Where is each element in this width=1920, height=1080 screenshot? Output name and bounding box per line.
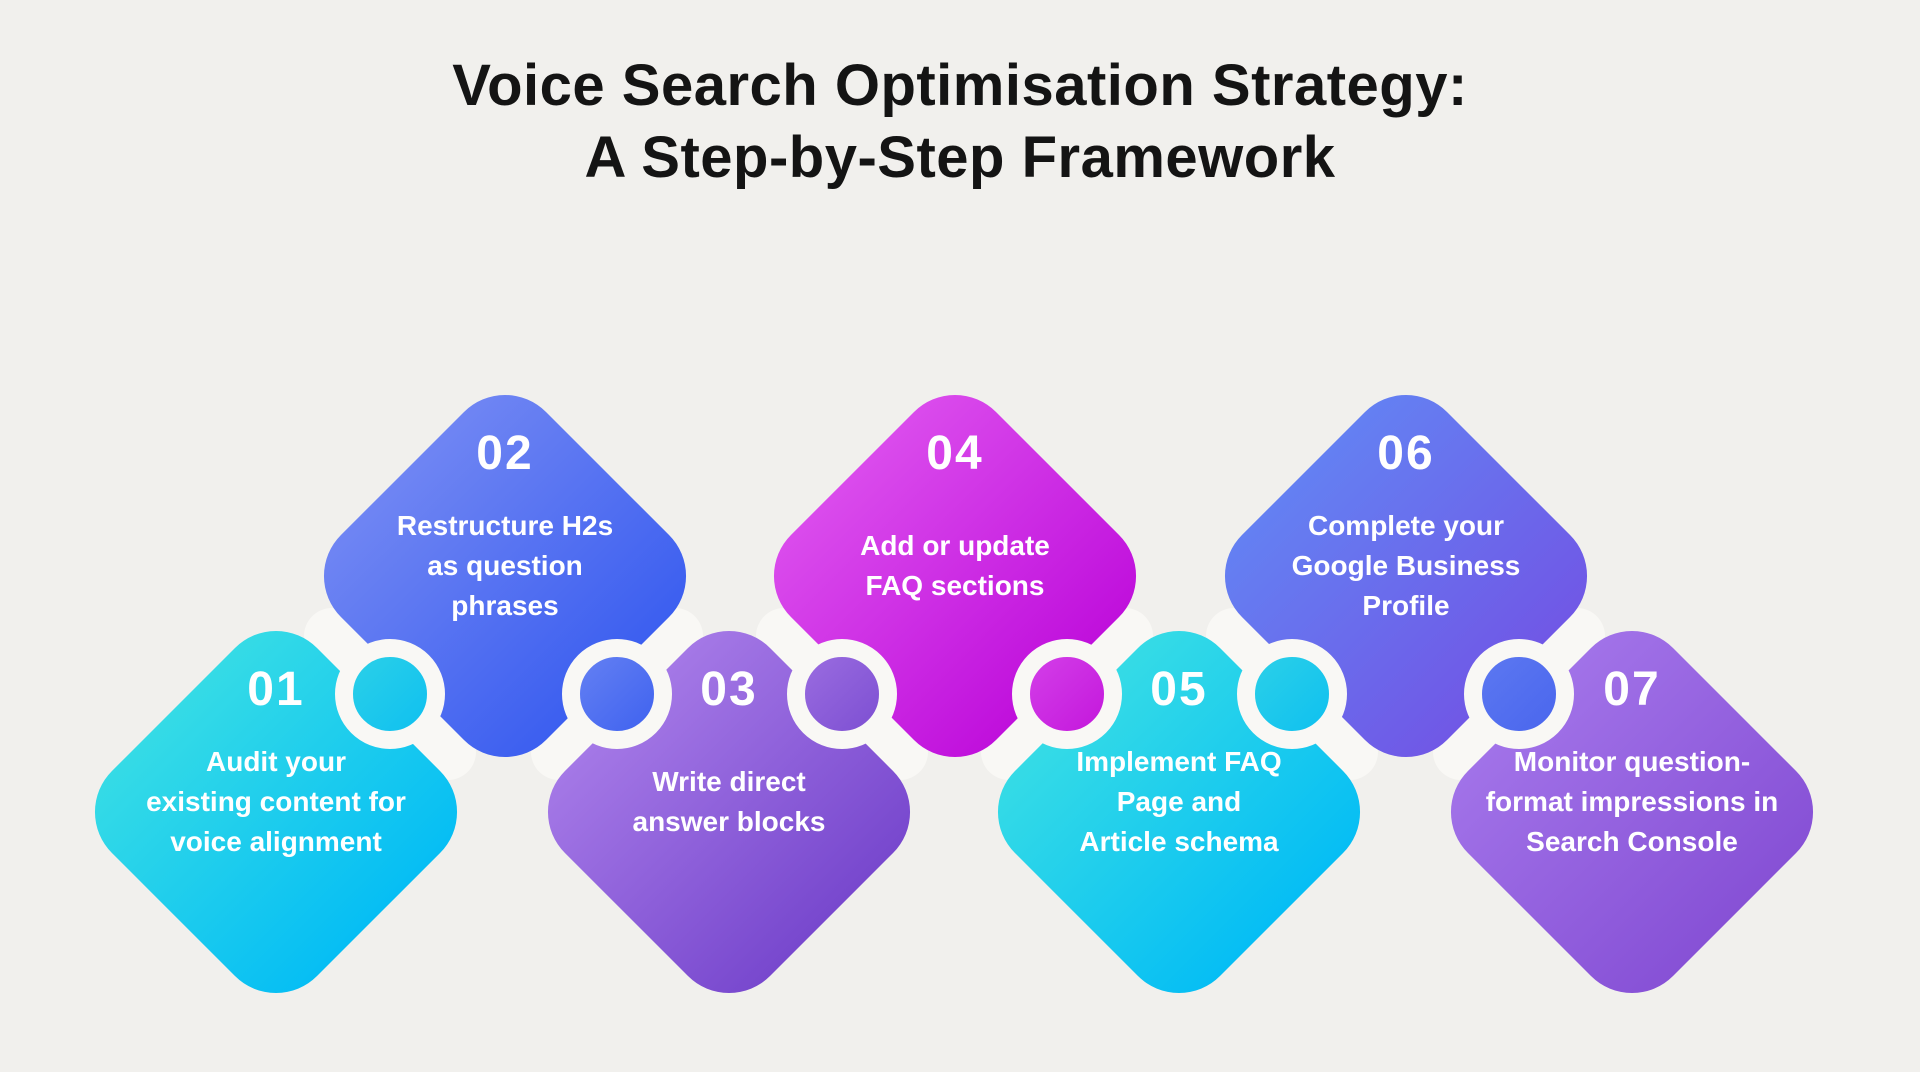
step-04-label: Add or update FAQ sections — [775, 526, 1135, 606]
label-line: Audit your — [206, 746, 346, 777]
label-line: FAQ sections — [865, 570, 1045, 601]
step-01-label: Audit your existing content for voice al… — [96, 742, 456, 862]
label-line: Page and — [1116, 786, 1242, 817]
connector-circle-06-07 — [1464, 639, 1574, 749]
label-line: voice alignment — [170, 826, 382, 857]
label-line: Monitor question- — [1513, 746, 1751, 777]
connector-circle-04-05 — [1012, 639, 1122, 749]
label-line: answer blocks — [632, 806, 826, 837]
label-line: Restructure H2s — [396, 510, 614, 541]
title-line-2: A Step-by-Step Framework — [584, 125, 1336, 190]
label-line: Google Business — [1291, 550, 1521, 581]
label-line: Implement FAQ — [1076, 746, 1282, 777]
title-line-1: Voice Search Optimisation Strategy: — [452, 53, 1468, 118]
label-line: Search Console — [1526, 826, 1738, 857]
step-01-content: 01 Audit your existing content for voice… — [96, 642, 456, 962]
connector-circle-01-02 — [335, 639, 445, 749]
step-07-number: 07 — [1603, 663, 1661, 716]
step-04-number: 04 — [926, 427, 984, 480]
step-04-content: 04 Add or update FAQ sections — [775, 406, 1135, 726]
label-line: Write direct — [652, 766, 806, 797]
step-02-label: Restructure H2s as question phrases — [325, 506, 685, 626]
step-02-number: 02 — [476, 427, 534, 480]
label-line: phrases — [451, 590, 559, 621]
label-line: as question — [427, 550, 583, 581]
step-03-number: 03 — [700, 663, 758, 716]
step-02-content: 02 Restructure H2s as question phrases — [325, 406, 685, 726]
step-03-content: 03 Write direct answer blocks — [549, 642, 909, 962]
label-line: Profile — [1362, 590, 1450, 621]
label-line: Complete your — [1307, 510, 1505, 541]
connector-circle-05-06 — [1237, 639, 1347, 749]
step-05-content: 05 Implement FAQ Page and Article schema — [999, 642, 1359, 962]
label-line: existing content for — [146, 786, 406, 817]
step-07-label: Monitor question- format impressions in … — [1452, 742, 1812, 862]
step-07-content: 07 Monitor question- format impressions … — [1452, 642, 1812, 962]
step-06-content: 06 Complete your Google Business Profile — [1226, 406, 1586, 726]
step-03-label: Write direct answer blocks — [549, 762, 909, 842]
step-06-number: 06 — [1377, 427, 1435, 480]
step-01-number: 01 — [247, 663, 305, 716]
connector-circle-02-03 — [562, 639, 672, 749]
bottom-strip — [0, 1072, 1920, 1080]
step-06-label: Complete your Google Business Profile — [1226, 506, 1586, 626]
label-line: Add or update — [860, 530, 1050, 561]
connector-circle-03-04 — [787, 639, 897, 749]
step-05-number: 05 — [1150, 663, 1208, 716]
step-05-label: Implement FAQ Page and Article schema — [999, 742, 1359, 862]
page-title: Voice Search Optimisation Strategy: A St… — [0, 50, 1920, 194]
label-line: Article schema — [1079, 826, 1279, 857]
label-line: format impressions in — [1485, 786, 1779, 817]
